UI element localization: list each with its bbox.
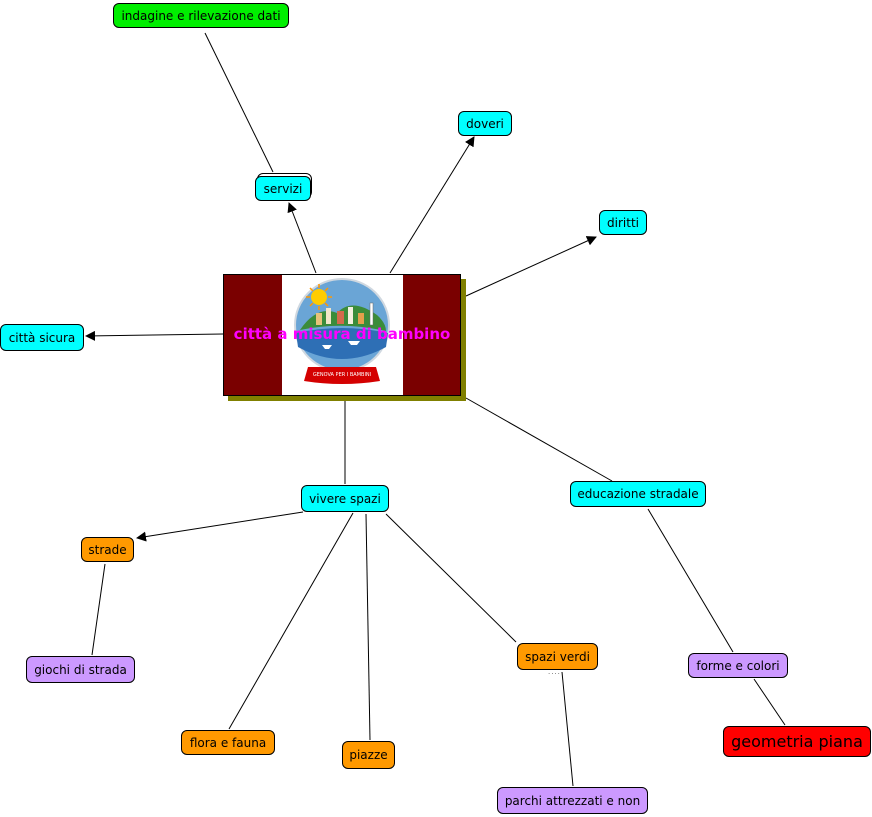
link-forme-colori-geometria (753, 678, 786, 726)
snow-globe-image: GENOVA PER I BAMBINI (282, 275, 403, 395)
link-strade-giochi-strada (91, 563, 106, 656)
center-title: città a misura di bambino (233, 325, 451, 343)
node-parchi-attrezzati[interactable]: parchi attrezzati e non (497, 787, 648, 814)
node-citta-sicura[interactable]: città sicura (0, 324, 84, 351)
node-vivere-spazi[interactable]: vivere spazi (301, 485, 389, 512)
node-servizi[interactable]: servizi (255, 176, 311, 201)
link-vivere-spazi-flora-fauna (228, 512, 354, 730)
node-spazi-verdi[interactable]: spazi verdi (517, 643, 598, 670)
node-giochi-di-strada[interactable]: giochi di strada (26, 656, 135, 683)
link-servizi-indagine (204, 32, 274, 173)
node-indagine[interactable]: indagine e rilevazione dati (113, 3, 289, 28)
link-educazione-stradale-forme-colori (647, 508, 734, 653)
link-spazi-verdi-parchi (561, 671, 574, 787)
node-piazze[interactable]: piazze (342, 741, 395, 769)
link-center-servizi (287, 202, 317, 274)
image-caption: GENOVA PER I BAMBINI (313, 372, 371, 378)
link-center-doveri (389, 136, 475, 274)
node-geometria-piana[interactable]: geometria piana (723, 726, 871, 757)
link-center-educazione-stradale (465, 397, 613, 482)
link-vivere-spazi-spazi-verdi (385, 513, 517, 643)
link-vivere-spazi-piazze (365, 513, 371, 741)
link-center-citta-sicura (85, 330, 224, 341)
node-strade[interactable]: strade (81, 537, 134, 562)
node-diritti[interactable]: diritti (599, 210, 647, 235)
collapsed-children-indicator: ···· (548, 670, 561, 678)
node-forme-e-colori[interactable]: forme e colori (688, 653, 788, 678)
node-flora-e-fauna[interactable]: flora e fauna (181, 730, 275, 755)
link-vivere-spazi-strade (136, 511, 304, 542)
snow-globe-icon: GENOVA PER I BAMBINI (294, 278, 390, 384)
node-doveri[interactable]: doveri (458, 111, 512, 136)
center-node[interactable]: GENOVA PER I BAMBINI città a misura di b… (223, 274, 461, 396)
node-educazione-stradale[interactable]: educazione stradale (570, 481, 706, 507)
link-center-diritti (465, 236, 597, 297)
